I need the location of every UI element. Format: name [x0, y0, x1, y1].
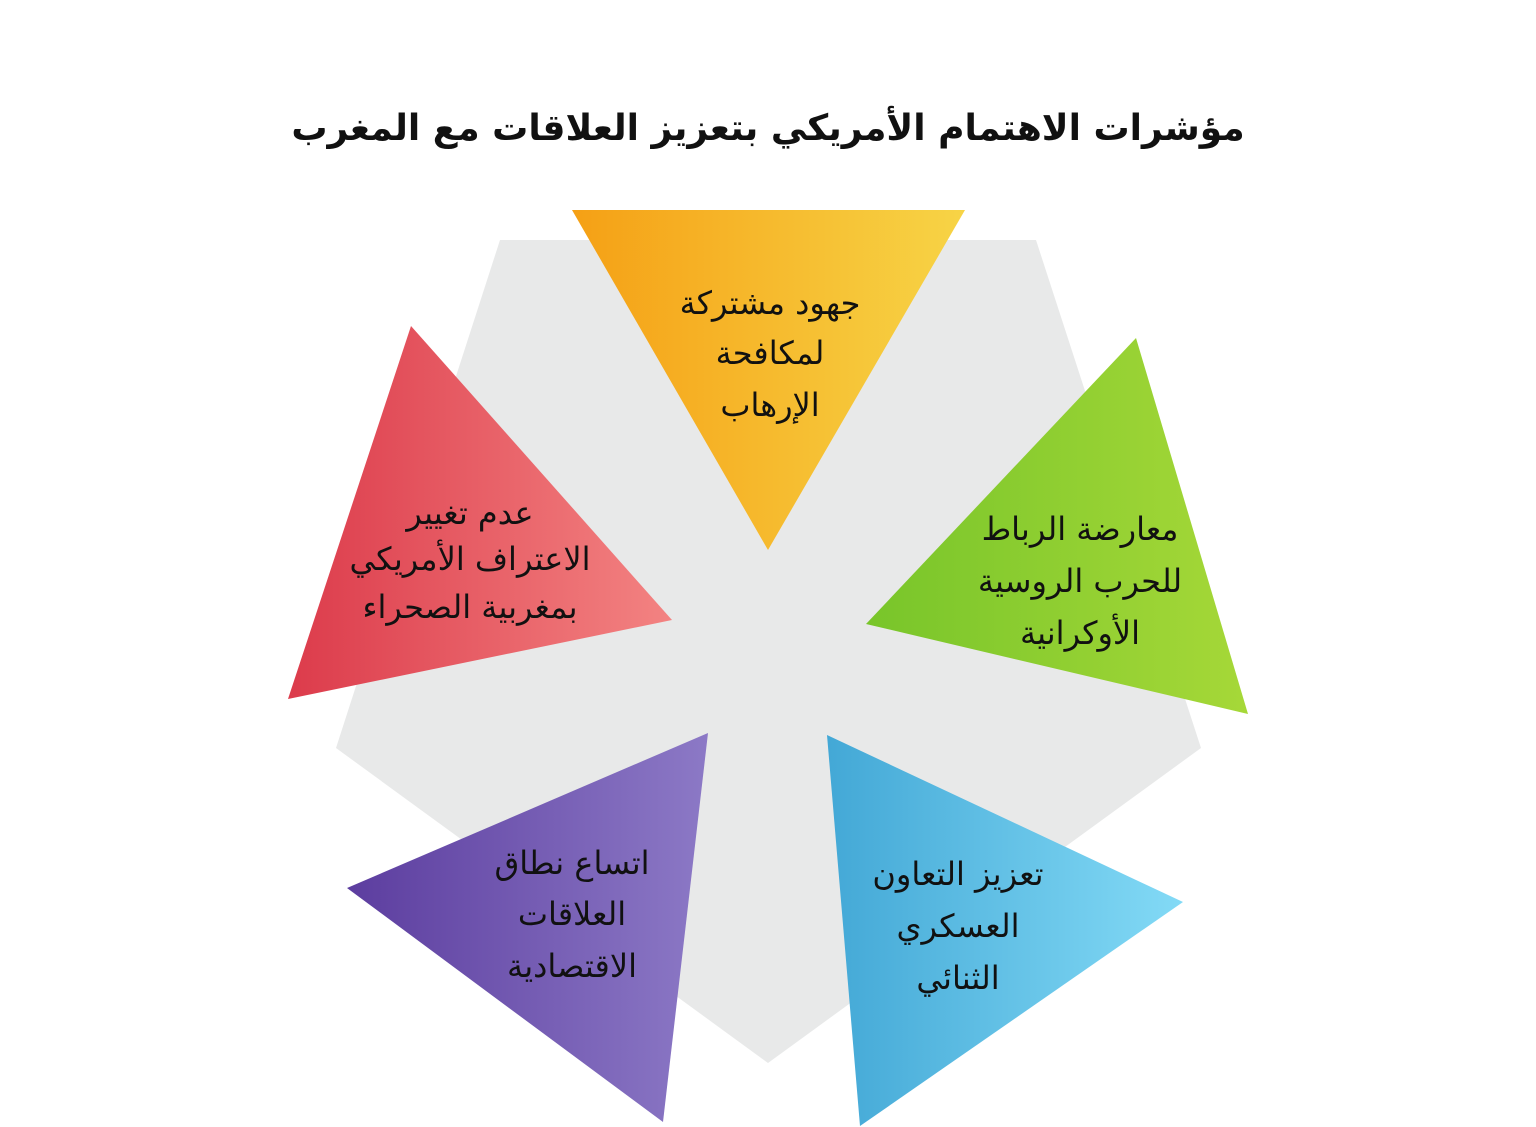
label-line: الاقتصادية	[507, 947, 637, 985]
label-line: معارضة الرباط	[982, 510, 1179, 548]
label-line: العسكري	[897, 907, 1020, 945]
diagram-title: مؤشرات الاهتمام الأمريكي بتعزيز العلاقات…	[291, 105, 1244, 149]
triangle-military-cooperation	[827, 735, 1183, 1126]
label-line: عدم تغيير	[404, 494, 533, 532]
label-line: جهود مشتركة	[680, 284, 861, 322]
label-line: العلاقات	[518, 895, 626, 933]
label-economic-relations: اتساع نطاق العلاقات الاقتصادية	[494, 844, 649, 985]
label-line: الإرهاب	[720, 386, 819, 424]
label-line: للحرب الروسية	[978, 562, 1182, 600]
triangle-ukraine-war-opposition	[866, 338, 1248, 714]
label-line: بمغربية الصحراء	[362, 588, 577, 626]
triangle-sahara-recognition	[288, 326, 672, 699]
label-line: لمكافحة	[716, 334, 825, 372]
label-line: الثنائي	[916, 959, 999, 997]
triangle-economic-relations	[347, 733, 708, 1122]
label-line: تعزيز التعاون	[872, 855, 1043, 893]
label-line: اتساع نطاق	[494, 844, 649, 882]
label-counterterrorism: جهود مشتركة لمكافحة الإرهاب	[680, 284, 861, 424]
label-sahara-recognition: عدم تغيير الاعتراف الأمريكي بمغربية الصح…	[350, 494, 591, 626]
label-line: الاعتراف الأمريكي	[350, 539, 591, 578]
label-military-cooperation: تعزيز التعاون العسكري الثنائي	[872, 855, 1043, 997]
label-ukraine-war-opposition: معارضة الرباط للحرب الروسية الأوكرانية	[978, 510, 1182, 652]
label-line: الأوكرانية	[1020, 613, 1140, 652]
triangle-counterterrorism	[572, 210, 965, 550]
